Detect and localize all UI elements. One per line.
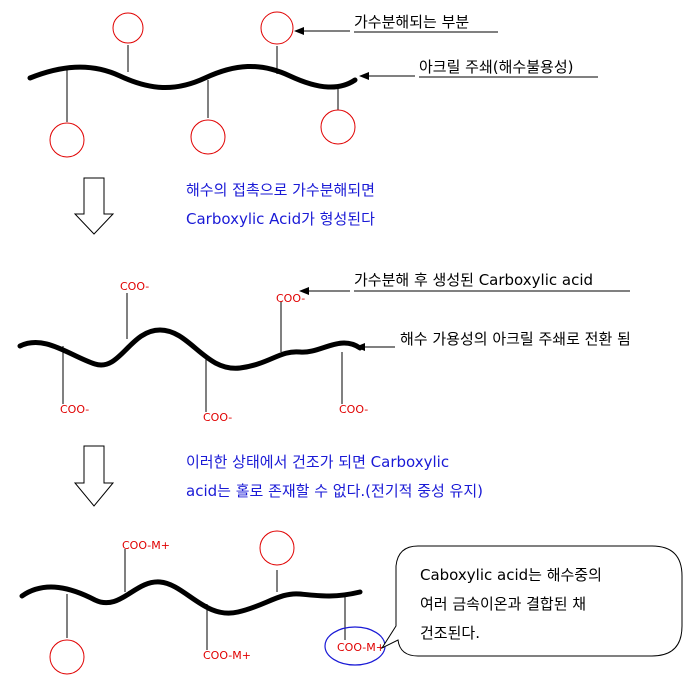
caption-1-line2: Carboxylic Acid가 형성된다: [186, 210, 375, 228]
caption-2-line1: 이러한 상태에서 건조가 되면 Carboxylic: [186, 453, 449, 471]
speech-bubble: [380, 545, 683, 657]
panel-3: COO-M+ COO-M+ COO-M+ Caboxylic acid는 해수중…: [19, 530, 683, 675]
caption-2-line2: acid는 홀로 존재할 수 없다.(전기적 중성 유지): [186, 482, 483, 500]
panel-2: COO- COO- COO- COO- COO- 가수분해 후 생성된 Carb…: [17, 271, 631, 500]
metal-carboxylate-group: COO-M+: [122, 539, 170, 552]
carboxylate-group: COO-: [60, 403, 89, 416]
ester-group-circle: [320, 109, 356, 145]
bubble-line2: 여러 금속이온과 결합된 채: [420, 595, 586, 613]
label-hydrolysis-part: 가수분해되는 부분: [354, 13, 469, 31]
ester-group-circle: [260, 11, 294, 45]
ester-group-circle: [190, 119, 226, 155]
carboxylate-group: COO-: [120, 280, 149, 293]
carboxylate-group: COO-: [203, 411, 232, 424]
label-backbone-insoluble: 아크릴 주쇄(해수불용성): [419, 58, 573, 76]
label-carboxylic-formed: 가수분해 후 생성된 Carboxylic acid: [354, 271, 593, 289]
metal-carboxylate-group: COO-M+: [203, 649, 251, 662]
panel-1: 가수분해되는 부분 아크릴 주쇄(해수불용성) 해수의 접촉으로 가수분해되면 …: [27, 11, 598, 228]
down-arrow-1: [73, 177, 115, 235]
ester-group-circle: [49, 122, 85, 158]
bubble-line3: 건조된다.: [420, 624, 480, 642]
ester-group-circle: [112, 12, 144, 44]
backbone-chain-3: [19, 579, 363, 616]
ester-group-circle: [259, 530, 295, 566]
metal-carboxylate-group: COO-M+: [337, 641, 385, 654]
backbone-chain-1: [27, 64, 358, 90]
carboxylate-group: COO-: [276, 292, 305, 305]
down-arrow-2: [73, 445, 115, 507]
label-backbone-soluble: 해수 가용성의 아크릴 주쇄로 전환 됨: [400, 330, 631, 348]
caption-1-line1: 해수의 접촉으로 가수분해되면: [186, 181, 375, 199]
carboxylate-group: COO-: [339, 403, 368, 416]
backbone-chain-2: [17, 327, 363, 371]
bubble-line1: Caboxylic acid는 해수중의: [420, 566, 602, 584]
ester-group-circle: [49, 639, 85, 675]
